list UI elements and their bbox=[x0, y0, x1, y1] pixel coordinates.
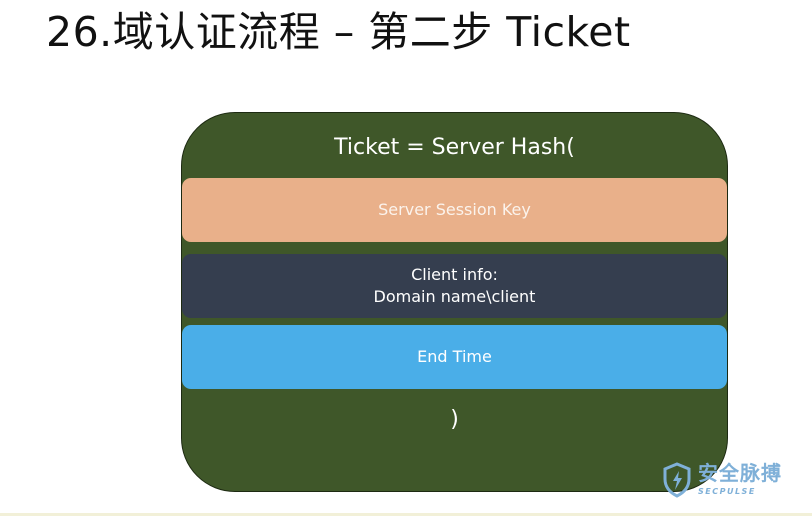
client-info-field: Client info: Domain name\client bbox=[182, 254, 727, 318]
shield-icon bbox=[663, 462, 691, 498]
ticket-formula-open: Ticket = Server Hash( bbox=[334, 135, 575, 160]
end-time-label: End Time bbox=[417, 347, 492, 366]
watermark-name-cn: 安全脉搏 bbox=[698, 461, 782, 485]
ticket-container: Ticket = Server Hash( Server Session Key… bbox=[181, 112, 728, 492]
end-time-field: End Time bbox=[182, 325, 727, 389]
watermark-name-en: SECPULSE bbox=[698, 487, 756, 496]
client-domain-name-label: Domain name\client bbox=[373, 287, 536, 306]
ticket-formula-close: ) bbox=[450, 407, 459, 432]
client-info-label: Client info: bbox=[411, 265, 498, 284]
secpulse-watermark: 安全脉搏 SECPULSE bbox=[662, 461, 802, 502]
server-session-key-label: Server Session Key bbox=[378, 200, 531, 219]
slide-title: 26.域认证流程 – 第二步 Ticket bbox=[46, 8, 631, 56]
server-session-key-field: Server Session Key bbox=[182, 178, 727, 242]
bottom-divider bbox=[0, 513, 812, 516]
